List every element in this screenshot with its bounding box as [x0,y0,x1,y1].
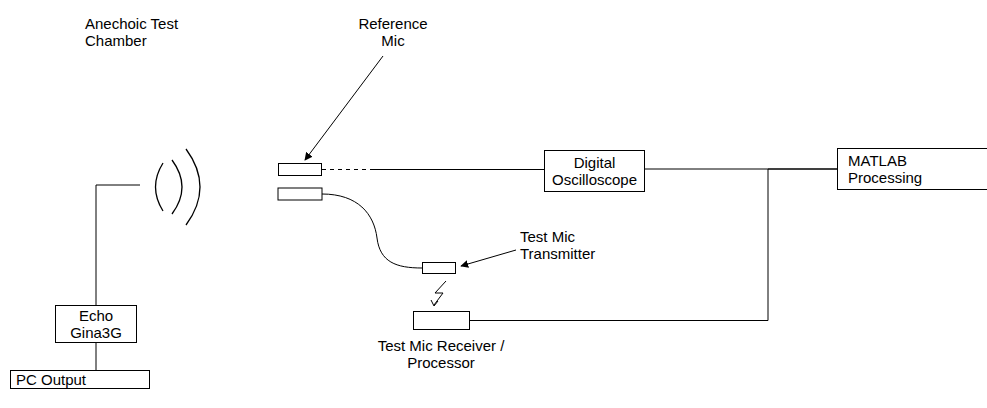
node-label: Digital Oscilloscope [549,154,640,188]
process-box: Echo Gina3G [55,305,137,343]
node-label: Test Mic Transmitter [520,228,612,262]
node-label: Anechoic Test Chamber [85,15,203,49]
node-label: MATLAB Processing [848,152,940,186]
chamber-top [140,73,377,118]
node-label: Test Mic Receiver / Processor [366,337,516,371]
sound-wave [186,149,200,225]
leader-arrow [461,250,516,266]
signal-line [96,185,140,305]
signal-line [322,169,544,170]
chamber-lid [140,133,328,134]
process-box: PC Output [10,370,150,389]
mic-cable [322,194,422,268]
node-label: Echo Gina3G [60,307,132,341]
signal-line [96,343,97,370]
reference-mic: Reference Mic [278,163,322,176]
chamber-outline [140,73,377,240]
chamber-lid [328,88,377,133]
mic-transmitter: Test Mic Transmitter [422,262,456,274]
chamber-side [328,73,377,240]
wireless-symbol [431,300,438,306]
wireless-symbol [434,281,446,305]
test-chamber: Anechoic Test ChamberReference Mic [140,73,377,240]
node-label: Reference Mic [356,15,430,49]
speaker-cone [156,163,164,211]
node-label: PC Output [16,371,86,388]
process-box: Digital Oscilloscope [544,150,645,192]
sound-wave [172,160,182,214]
mic-receiver: Test Mic Receiver / Processor [413,311,470,330]
chamber-front [140,118,328,240]
test-mic [278,188,322,200]
process-box: MATLAB Processing [837,148,987,190]
signal-line [470,169,837,321]
leader-arrow [305,56,383,160]
